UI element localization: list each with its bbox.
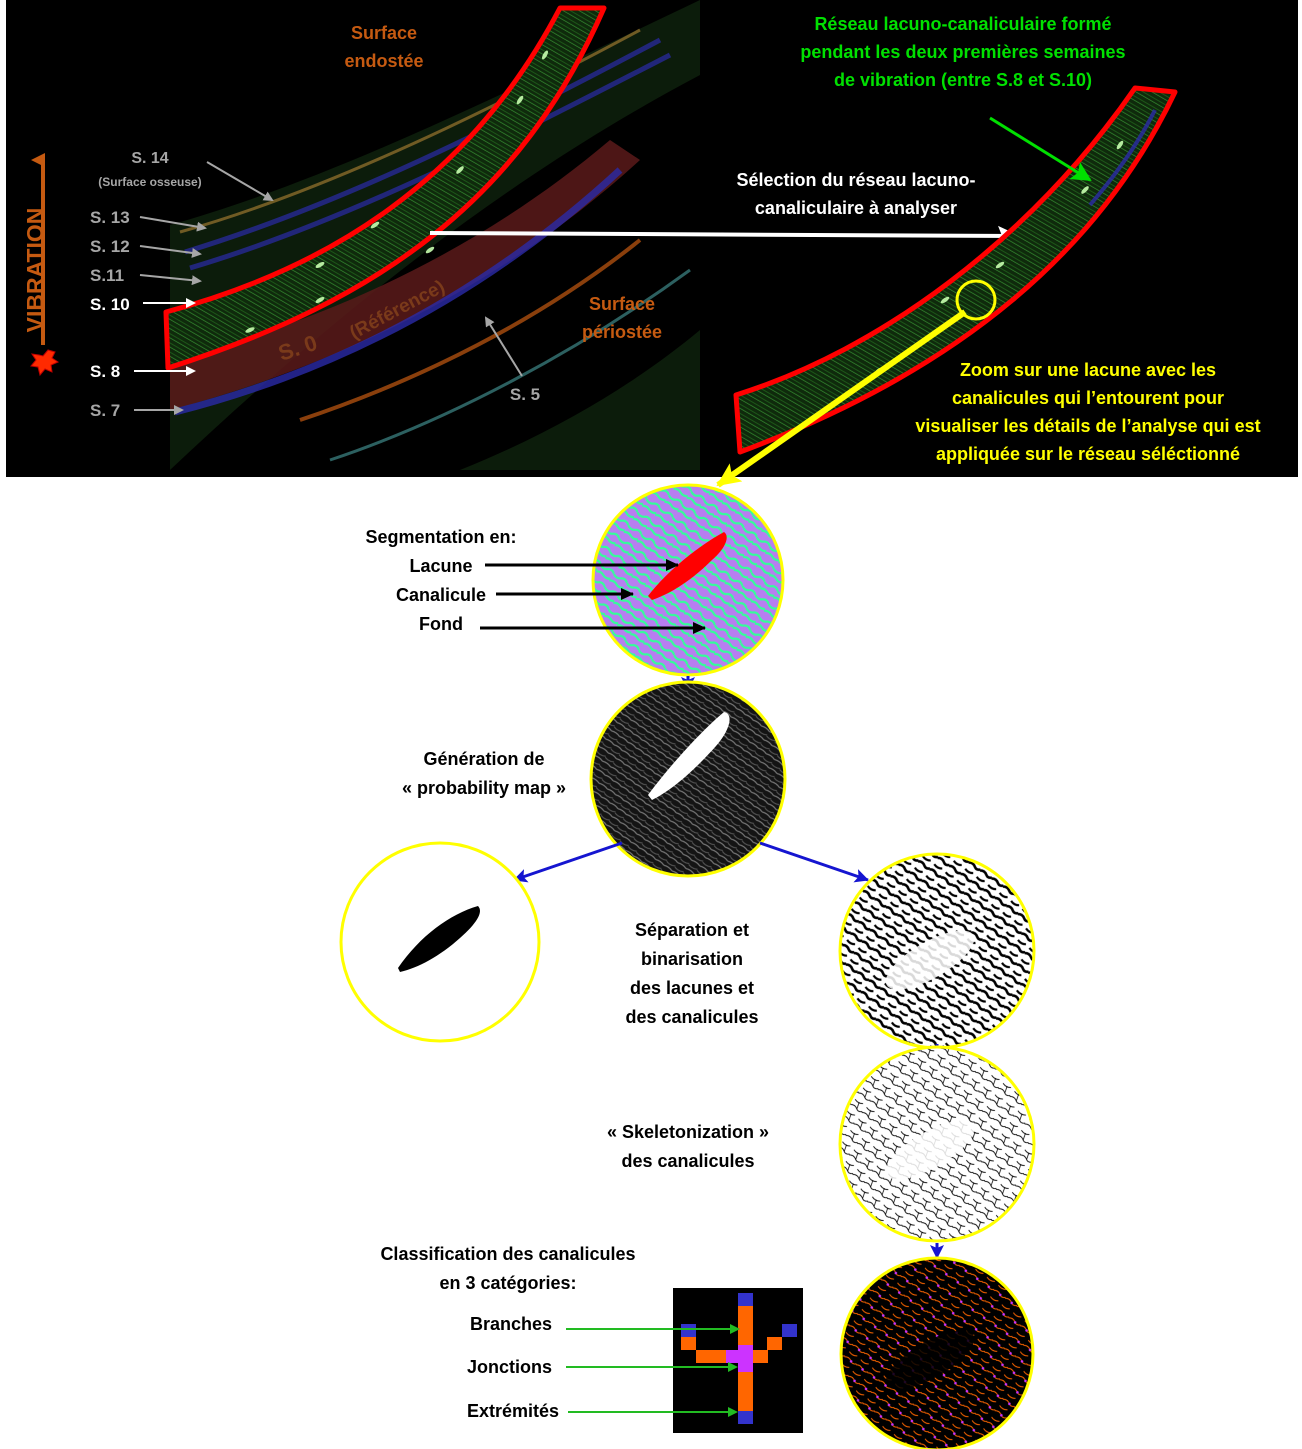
skeleton-line1: « Skeletonization »	[607, 1122, 769, 1142]
reseau-line3: de vibration (entre S.8 et S.10)	[834, 70, 1092, 90]
probability-lacune	[648, 712, 730, 800]
zoom-annotation: Zoom sur une lacune avec les canalicules…	[915, 360, 1260, 464]
selection-line1: Sélection du réseau lacuno-	[736, 170, 975, 190]
separation-line1: Séparation et	[635, 920, 749, 940]
separation-line4: des canalicules	[625, 1007, 758, 1027]
skeleton-line2: des canalicules	[621, 1151, 754, 1171]
classification-jonctions: Jonctions	[467, 1357, 552, 1377]
selection-arrow: Sélection du réseau lacuno- canaliculair…	[429, 170, 1020, 246]
surface-periostee-line1: Surface	[589, 294, 655, 314]
segmentation-fond: Fond	[419, 614, 463, 634]
label-s7: S. 7	[90, 401, 120, 420]
classification-line1: Classification des canalicules	[380, 1244, 635, 1264]
segmentation-lacune: Lacune	[409, 556, 472, 576]
surface-endostee-line1: Surface	[351, 23, 417, 43]
zoom-line4: appliquée sur le réseau séléctionné	[936, 444, 1240, 464]
surface-endostee-line2: endostée	[344, 51, 423, 71]
segmentation-circle	[591, 483, 785, 677]
vibration-burst-icon	[30, 349, 60, 377]
zoom-circle	[955, 279, 997, 321]
probability-circle	[589, 680, 787, 878]
classification-branches: Branches	[470, 1314, 552, 1334]
lacune-binary-shape	[398, 906, 480, 972]
separation-text: Séparation et binarisation des lacunes e…	[625, 920, 758, 1027]
vibration-label: VIBRATION	[22, 208, 48, 333]
probability-line2: « probability map »	[402, 778, 566, 798]
classification-extremites: Extrémités	[467, 1401, 559, 1421]
label-s13: S. 13	[90, 208, 130, 227]
surface-periostee-line2: périostée	[582, 322, 662, 342]
skeleton-step: « Skeletonization » des canalicules	[607, 1045, 1036, 1243]
selected-network-left	[163, 5, 607, 371]
flow-arrow-left	[513, 841, 623, 883]
lacune-shape	[648, 532, 727, 600]
vibration-axis: VIBRATION	[22, 153, 60, 377]
zoom-line2: canalicules qui l’entourent pour	[952, 388, 1224, 408]
classification-grid	[673, 1288, 803, 1433]
segmentation-step: Segmentation en: Lacune Canalicule Fond	[365, 483, 785, 677]
label-s11: S.11	[90, 266, 124, 285]
segmentation-title: Segmentation en:	[365, 527, 516, 547]
label-s5: S. 5	[510, 385, 540, 404]
probability-step: Génération de « probability map »	[402, 680, 787, 878]
zoom-arrow	[716, 309, 967, 488]
lacune-binary-step	[339, 841, 541, 1043]
classification-step: Classification des canalicules en 3 caté…	[380, 1244, 1035, 1449]
canalicule-binary-step	[838, 852, 1036, 1050]
separation-line2: binarisation	[641, 949, 743, 969]
separation-line3: des lacunes et	[630, 978, 754, 998]
segmentation-canalicule: Canalicule	[396, 585, 486, 605]
classification-line2: en 3 catégories:	[439, 1273, 576, 1293]
skeleton-circle	[838, 1045, 1036, 1243]
microscopy-panel: VIBRATION S. 14 (Surface osseuse) S. 13 …	[6, 0, 1298, 477]
label-s8: S. 8	[90, 362, 120, 381]
probability-line1: Génération de	[423, 749, 544, 769]
label-s10: S. 10	[90, 295, 130, 314]
zoom-line3: visualiser les détails de l’analyse qui …	[915, 416, 1260, 436]
flow-arrow-right	[759, 841, 869, 883]
label-s14: S. 14	[131, 150, 168, 167]
selection-line2: canaliculaire à analyser	[755, 198, 957, 218]
network-annotation: Réseau lacuno-canaliculaire formé pendan…	[800, 14, 1126, 182]
reseau-line1: Réseau lacuno-canaliculaire formé	[814, 14, 1111, 34]
label-s12: S. 12	[90, 237, 130, 256]
label-s14-sub: (Surface osseuse)	[98, 175, 201, 189]
surface-labels: Surface endostée Surface périostée	[344, 23, 662, 342]
reseau-line2: pendant les deux premières semaines	[800, 42, 1125, 62]
zoom-line1: Zoom sur une lacune avec les	[960, 360, 1216, 380]
classification-circle	[839, 1256, 1035, 1449]
selected-network-right	[733, 85, 1178, 455]
